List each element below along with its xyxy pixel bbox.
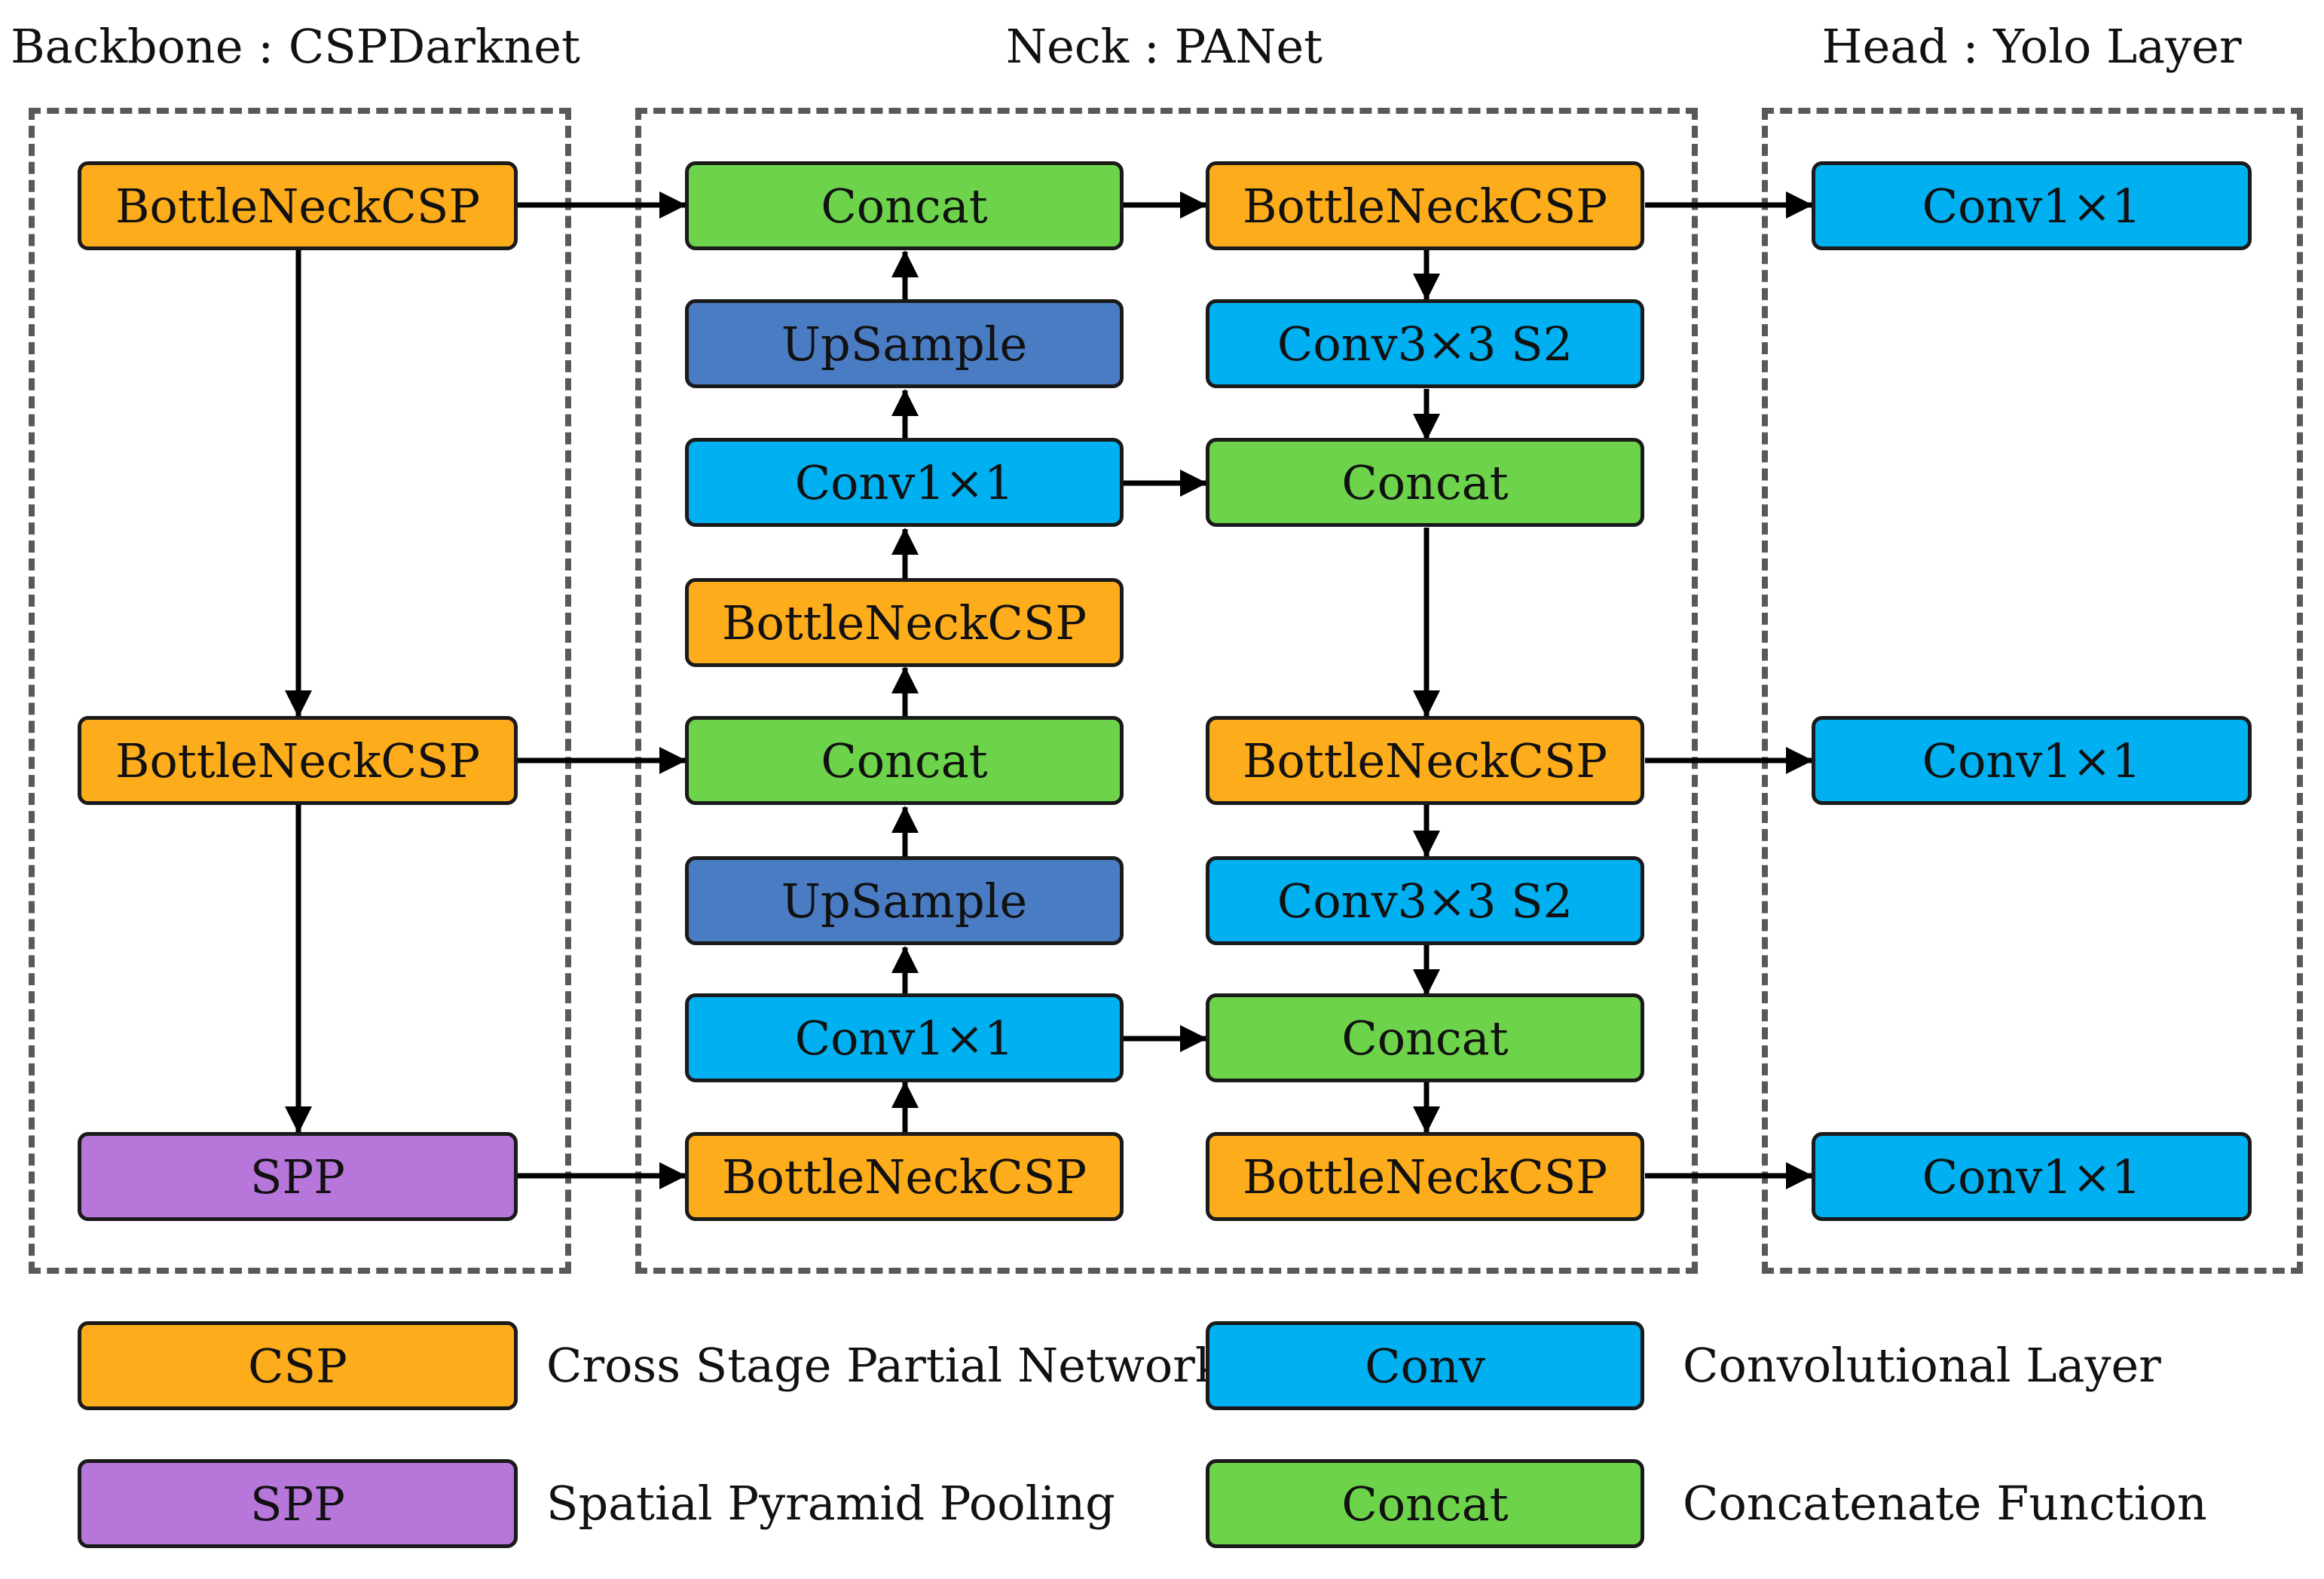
neck-bottleneck-left-1: BottleNeckCSP — [685, 578, 1124, 667]
legend-csp-text: Cross Stage Partial Network — [546, 1338, 1224, 1393]
neck-concat-1: Concat — [685, 161, 1124, 250]
head-conv1x1-1: Conv1×1 — [1812, 161, 2252, 250]
neck-conv1x1-2: Conv1×1 — [685, 993, 1124, 1082]
backbone-bottleneck-top: BottleNeckCSP — [78, 161, 518, 250]
legend-concat-text: Concatenate Function — [1683, 1476, 2207, 1531]
neck-title: Neck : PANet — [1005, 19, 1323, 74]
neck-upsample-1: UpSample — [685, 299, 1124, 388]
legend-spp-text: Spatial Pyramid Pooling — [546, 1476, 1115, 1531]
head-group — [1762, 108, 2303, 1274]
backbone-spp: SPP — [78, 1132, 518, 1221]
neck-conv3x3-2: Conv3×3 S2 — [1206, 856, 1644, 945]
neck-bottleneck-left-2: BottleNeckCSP — [685, 1132, 1124, 1221]
neck-conv3x3-1: Conv3×3 S2 — [1206, 299, 1644, 388]
legend-concat-swatch: Concat — [1206, 1459, 1644, 1548]
legend-conv-text: Convolutional Layer — [1683, 1338, 2161, 1393]
backbone-title: Backbone : CSPDarknet — [11, 19, 580, 74]
backbone-bottleneck-middle: BottleNeckCSP — [78, 716, 518, 805]
neck-upsample-2: UpSample — [685, 856, 1124, 945]
neck-bottleneck-right-3: BottleNeckCSP — [1206, 1132, 1644, 1221]
backbone-group — [29, 108, 571, 1274]
neck-conv1x1-1: Conv1×1 — [685, 438, 1124, 527]
neck-concat-2: Concat — [685, 716, 1124, 805]
head-conv1x1-3: Conv1×1 — [1812, 1132, 2252, 1221]
legend-conv-swatch: Conv — [1206, 1321, 1644, 1410]
legend-spp-swatch: SPP — [78, 1459, 518, 1548]
legend-csp-swatch: CSP — [78, 1321, 518, 1410]
neck-bottleneck-right-1: BottleNeckCSP — [1206, 161, 1644, 250]
neck-concat-right-2: Concat — [1206, 993, 1644, 1082]
neck-concat-right-1: Concat — [1206, 438, 1644, 527]
neck-group — [635, 108, 1698, 1274]
neck-bottleneck-right-2: BottleNeckCSP — [1206, 716, 1644, 805]
head-title: Head : Yolo Layer — [1821, 19, 2242, 74]
head-conv1x1-2: Conv1×1 — [1812, 716, 2252, 805]
